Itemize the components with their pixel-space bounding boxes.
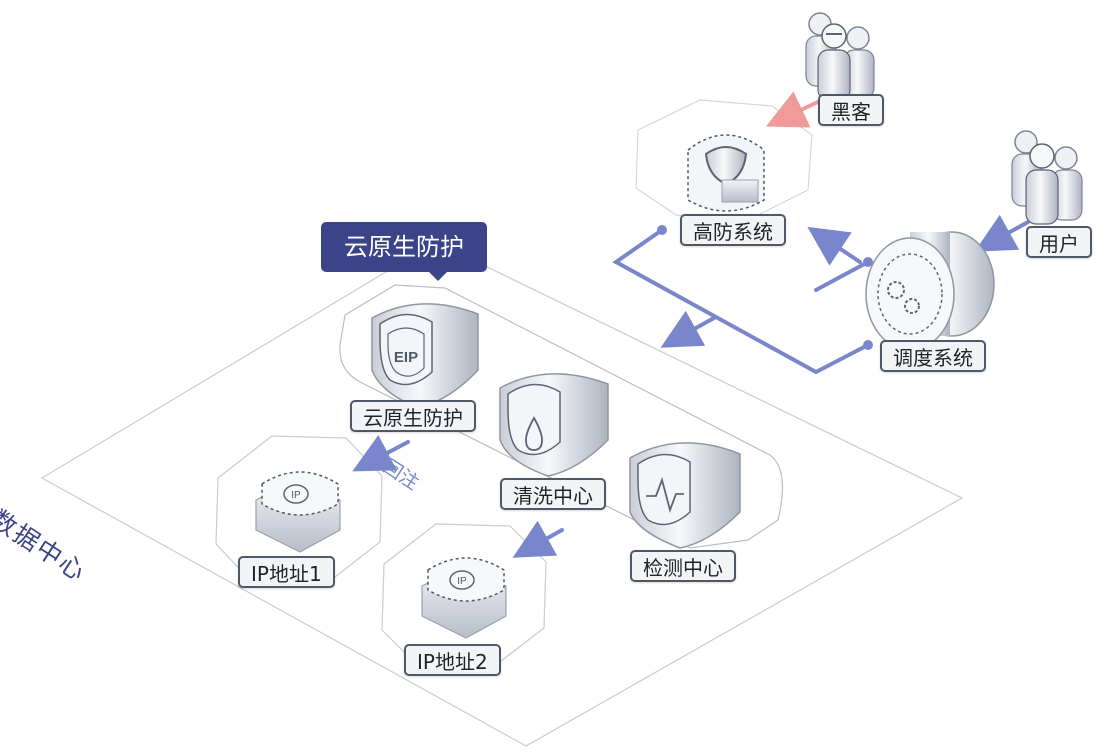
high-defense-label: 高防系统 — [680, 214, 786, 246]
user-label: 用户 — [1026, 226, 1092, 258]
network-node — [863, 257, 873, 267]
network-lines — [352, 214, 1030, 558]
cloud-native-title-tag: 云原生防护 — [321, 222, 487, 272]
ip1-label: IP地址1 — [238, 556, 335, 588]
attack-arrow — [765, 91, 824, 128]
ip2-box-icon: IP — [421, 557, 507, 639]
user-group-icon — [1011, 130, 1083, 225]
eip-icon-text: EIP — [394, 349, 418, 366]
ip2-label: IP地址2 — [404, 644, 501, 676]
detection-label: 检测中心 — [630, 550, 736, 582]
title-tag-pointer — [428, 271, 448, 281]
ip1-icon-text: IP — [291, 490, 301, 501]
network-node — [657, 225, 667, 235]
cleaning-shield-icon — [499, 373, 609, 477]
scheduler-drum-icon — [865, 231, 995, 351]
hacker-label: 黑客 — [818, 94, 884, 126]
high-defense-shield-icon — [687, 134, 765, 212]
detection-shield-icon — [629, 442, 741, 549]
ip2-icon-text: IP — [457, 576, 467, 587]
eip-shield-icon: EIP — [371, 303, 479, 409]
ip1-box-icon: IP — [255, 471, 341, 553]
hacker-group-icon — [805, 12, 875, 101]
network-node — [863, 340, 873, 350]
cleaning-label: 清洗中心 — [500, 478, 606, 510]
cloud-native-label: 云原生防护 — [350, 400, 476, 432]
scheduler-label: 调度系统 — [880, 340, 986, 372]
